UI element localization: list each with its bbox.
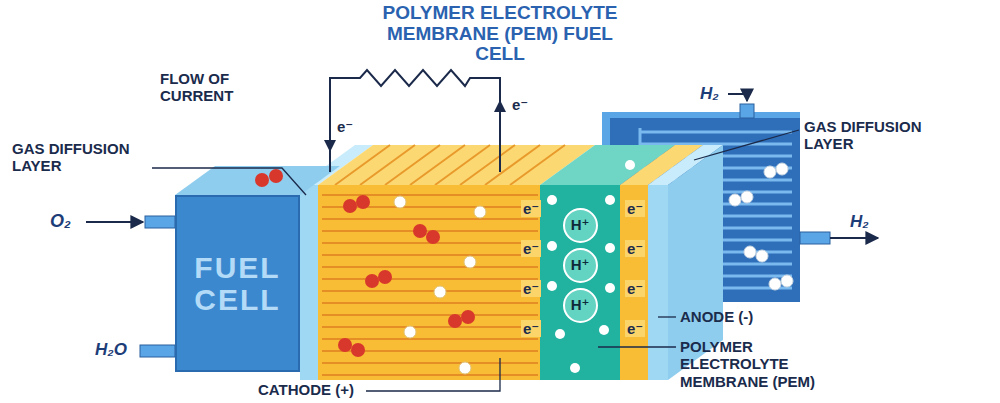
- cathode-block: [318, 185, 540, 380]
- cathode-plate-top: [175, 166, 340, 195]
- electron-label: e⁻: [521, 280, 541, 297]
- hydrogen-inlet-pipe: [740, 104, 754, 118]
- part-label: POLYMER ELECTROLYTE MEMBRANE (PEM): [680, 338, 820, 390]
- hydrogen-atom: [764, 166, 776, 178]
- oxygen-atom: [338, 338, 352, 352]
- anode-block: [620, 185, 648, 380]
- part-label: GAS DIFFUSION LAYER: [12, 140, 162, 175]
- hydrogen-molecules: [729, 163, 793, 290]
- particle: [434, 286, 446, 298]
- current-arrow: [494, 100, 506, 112]
- particle: [404, 326, 416, 338]
- hydrogen-outlet-arrow: [830, 237, 878, 239]
- hydrogen-outlet-pipe: [800, 232, 830, 244]
- hydrogen-atom: [741, 191, 753, 203]
- oxygen-inlet-arrow: [86, 221, 143, 223]
- particle: [570, 363, 580, 373]
- electron-label: e⁻: [521, 320, 541, 337]
- oxygen-atom: [365, 274, 379, 288]
- part-label: CATHODE (+): [258, 381, 354, 398]
- oxygen-atom: [378, 270, 392, 284]
- cathode-gas-diffusion-layer: [300, 185, 318, 380]
- oxygen-atom: [413, 224, 427, 238]
- gas-label: H₂O: [95, 340, 127, 360]
- current-arrow: [324, 140, 336, 152]
- particle: [459, 362, 471, 374]
- ion-label: H⁺: [571, 297, 590, 314]
- oxygen-atom: [426, 230, 440, 244]
- cathode-white-particles: [394, 196, 486, 374]
- plate-label: FUEL CELL: [183, 252, 292, 315]
- polymer-membrane: [540, 185, 620, 380]
- oxygen-atom: [461, 310, 475, 324]
- leader-line: [598, 346, 676, 347]
- leader-line: [366, 358, 500, 391]
- oxygen-inlet-pipe: [145, 216, 175, 228]
- water-outlet-pipe: [140, 345, 175, 357]
- leader-line: [694, 130, 799, 160]
- gas-label: H₂: [850, 212, 869, 232]
- oxygen-atom: [448, 314, 462, 328]
- ion-circle: H⁺: [563, 248, 598, 283]
- particle: [605, 243, 615, 253]
- particle: [605, 283, 615, 293]
- particle: [605, 195, 615, 205]
- hydrogen-atom: [756, 250, 768, 262]
- ion-circle: H⁺: [563, 208, 598, 243]
- hydrogen-atom: [744, 246, 756, 258]
- electron-label: e⁻: [625, 240, 645, 257]
- oxygen-atom: [255, 173, 269, 187]
- electron-label: e⁻: [625, 280, 645, 297]
- diagram-title: POLYMER ELECTROLYTE MEMBRANE (PEM) FUEL …: [375, 3, 625, 65]
- hydrogen-atom: [781, 275, 793, 287]
- oxygen-atom: [269, 169, 283, 183]
- ion-label: H⁺: [571, 257, 590, 274]
- electron-label: e⁻: [625, 200, 645, 217]
- particle: [547, 195, 557, 205]
- ion-circle: H⁺: [563, 288, 598, 323]
- oxygen-atom: [351, 343, 365, 357]
- gas-label: H₂: [700, 84, 719, 104]
- oxygen-atom: [343, 199, 357, 213]
- ion-label: H⁺: [571, 217, 590, 234]
- external-circuit-wire: [330, 70, 500, 172]
- leader-line: [152, 168, 306, 195]
- hydrogen-atom: [769, 278, 781, 290]
- hydrogen-atom: [776, 163, 788, 175]
- oxygen-atom: [356, 195, 370, 209]
- particle: [599, 325, 609, 335]
- part-label: GAS DIFFUSION LAYER: [804, 118, 954, 153]
- oxygen-molecules: [338, 195, 475, 357]
- particle: [625, 160, 635, 170]
- hydrogen-inlet-arrow: [728, 94, 747, 101]
- electron-label: e⁻: [625, 320, 645, 337]
- anode-gas-diffusion-layer: [648, 185, 668, 380]
- cathode-top-stripes: [335, 145, 565, 185]
- current-label: FLOW OF CURRENT: [160, 70, 260, 105]
- leader-line: [658, 316, 676, 317]
- membrane-particles: [547, 160, 635, 373]
- particle: [474, 206, 486, 218]
- particle: [464, 256, 476, 268]
- hydrogen-atom: [729, 194, 741, 206]
- particle: [394, 196, 406, 208]
- part-label: ANODE (-): [680, 308, 753, 325]
- particle: [547, 241, 557, 251]
- electron-label: e⁻: [337, 118, 353, 135]
- end-plate: FUEL CELL: [175, 195, 300, 372]
- electron-label: e⁻: [512, 96, 528, 113]
- particle: [547, 281, 557, 291]
- particle: [555, 329, 565, 339]
- electron-label: e⁻: [521, 240, 541, 257]
- electron-label: e⁻: [521, 200, 541, 217]
- cathode-stripes: [322, 195, 538, 375]
- gas-label: O₂: [50, 211, 71, 232]
